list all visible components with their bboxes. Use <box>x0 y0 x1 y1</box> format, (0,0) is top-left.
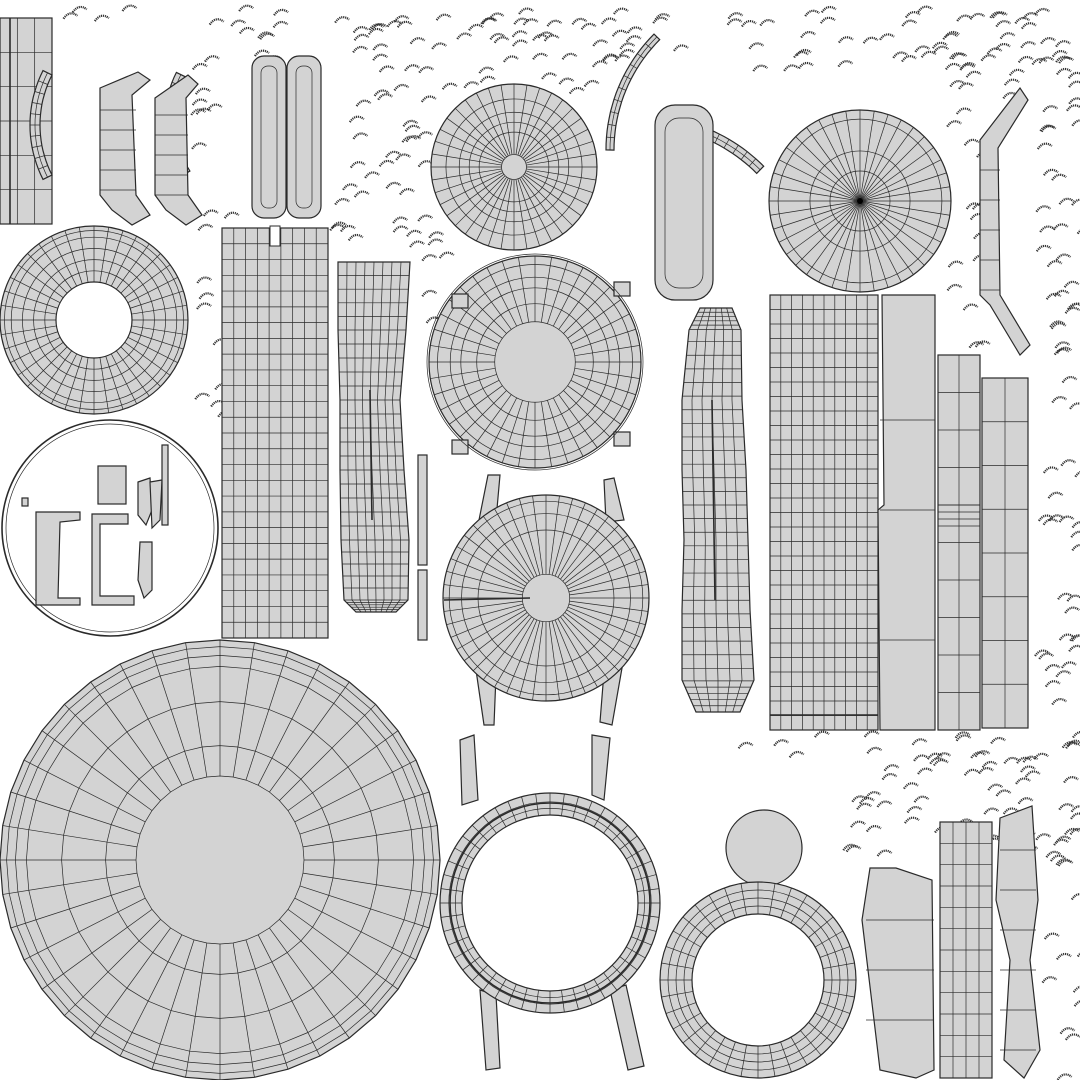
uv-disc-radial-top <box>430 83 598 251</box>
uv-circle-buckle-parts <box>1 419 219 637</box>
uv-strap-band-long <box>221 225 329 639</box>
uv-strap-band-wide <box>769 294 879 731</box>
uv-disc-large-bottom-left <box>0 639 441 1080</box>
uv-islands <box>0 17 1041 1080</box>
uv-disc-with-tabs <box>426 253 644 471</box>
uv-flat-strips-right <box>877 294 1029 731</box>
uv-ring-case-bottom <box>439 734 661 1071</box>
uv-lug-pieces <box>99 71 1031 356</box>
uv-disc-fan-top-right <box>768 109 952 293</box>
uv-ring-left <box>0 225 189 415</box>
uv-ring-bottom-right <box>659 881 857 1079</box>
uv-link-pair <box>251 55 714 301</box>
uv-strap-narrow-center <box>681 307 755 713</box>
uv-case-with-lugs <box>442 474 650 726</box>
uv-strip-bottom-right <box>861 805 1041 1079</box>
uv-small-disc-bottom <box>725 809 803 887</box>
uv-strip-left-edge <box>0 17 53 225</box>
uv-strap-tapered <box>337 261 428 641</box>
